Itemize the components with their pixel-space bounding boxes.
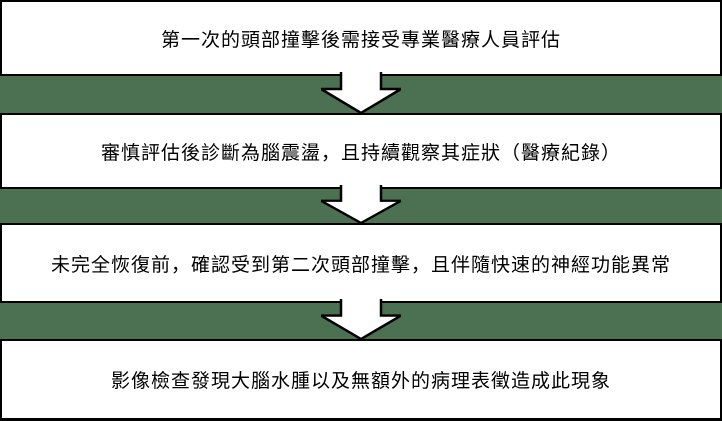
flow-step-4: 影像檢查發現大腦水腫以及無額外的病理表徵造成此現象 bbox=[0, 339, 722, 421]
connector-band-2 bbox=[0, 185, 722, 223]
flow-step-1: 第一次的頭部撞擊後需接受專業醫療人員評估 bbox=[0, 0, 722, 76]
flow-step-2: 審慎評估後診斷為腦震盪，且持續觀察其症狀（醫療紀錄） bbox=[0, 113, 722, 189]
down-arrow-icon bbox=[321, 299, 401, 339]
flow-step-3: 未完全恢復前，確認受到第二次頭部撞擊，且伴隨快速的神經功能異常 bbox=[0, 223, 722, 303]
connector-band-3 bbox=[0, 299, 722, 339]
flow-step-2-label: 審慎評估後診斷為腦震盪，且持續觀察其症狀（醫療紀錄） bbox=[100, 142, 621, 164]
down-arrow-icon bbox=[321, 72, 401, 113]
flow-step-4-label: 影像檢查發現大腦水腫以及無額外的病理表徵造成此現象 bbox=[110, 371, 611, 392]
down-arrow-icon bbox=[321, 185, 401, 223]
connector-band-1 bbox=[0, 72, 722, 113]
flow-step-1-label: 第一次的頭部撞擊後需接受專業醫療人員評估 bbox=[160, 29, 561, 51]
flow-step-3-label: 未完全恢復前，確認受到第二次頭部撞擊，且伴隨快速的神經功能異常 bbox=[50, 254, 671, 276]
